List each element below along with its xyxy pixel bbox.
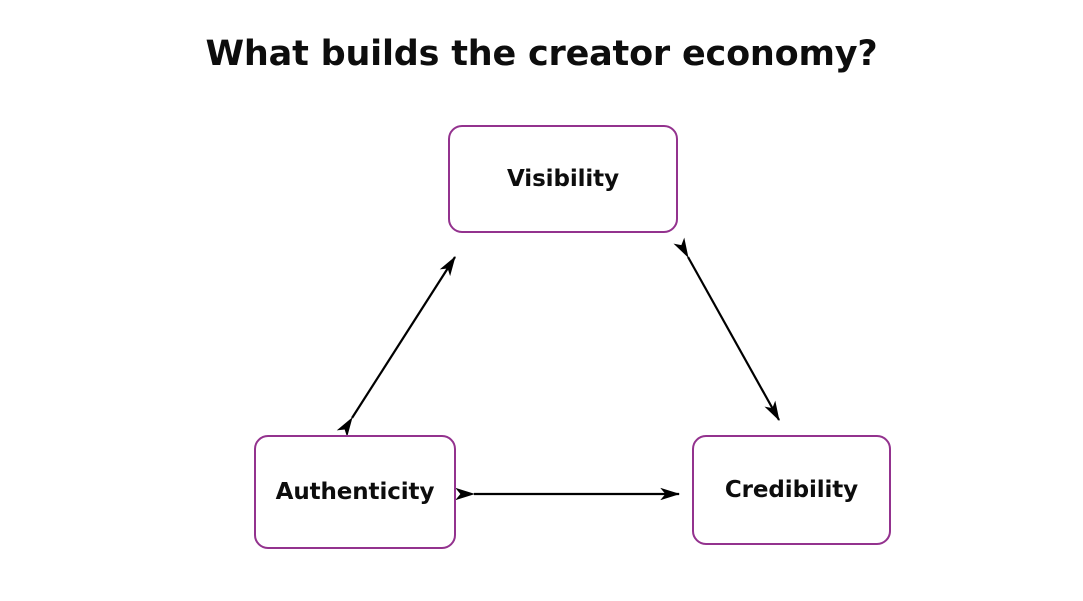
node-authenticity[interactable]: Authenticity xyxy=(254,435,456,549)
node-credibility[interactable]: Credibility xyxy=(692,435,891,545)
edge-authenticity-visibility xyxy=(336,256,456,438)
node-credibility-label: Credibility xyxy=(724,477,859,503)
edge-visibility-credibility xyxy=(673,237,780,421)
node-authenticity-label: Authenticity xyxy=(275,479,435,505)
node-visibility-label: Visibility xyxy=(507,166,619,192)
node-visibility[interactable]: Visibility xyxy=(448,125,678,233)
page-title: What builds the creator economy? xyxy=(205,34,878,74)
